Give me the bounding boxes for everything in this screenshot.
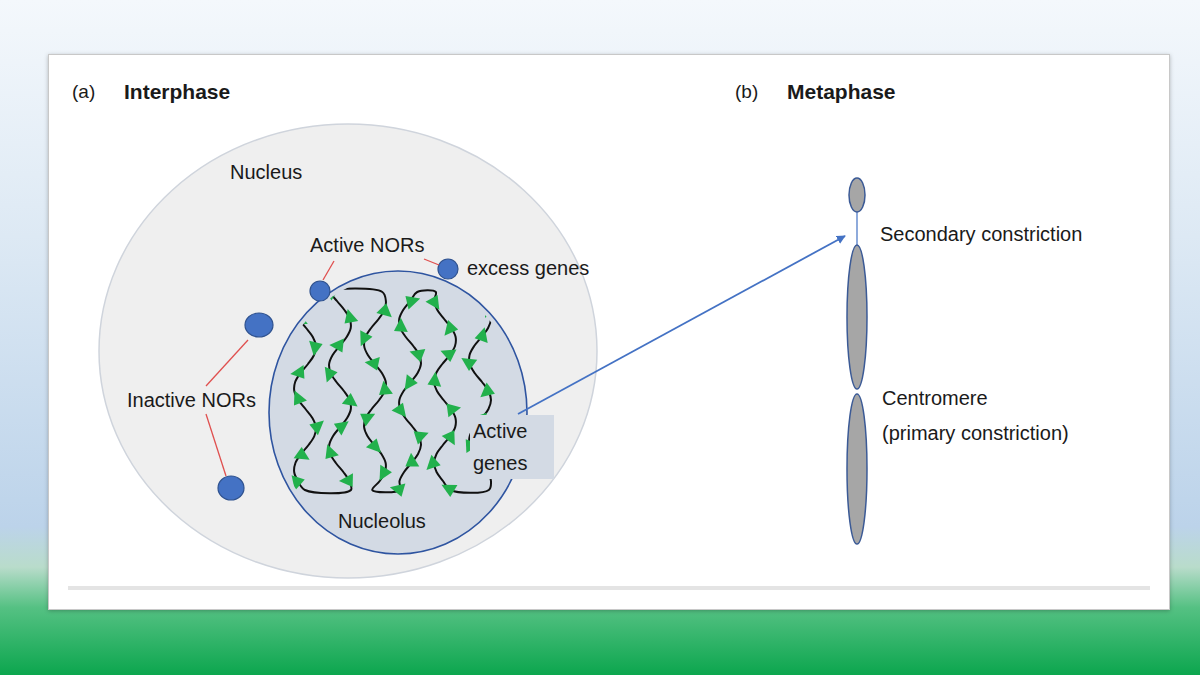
- panel-letter: (a): [72, 80, 95, 105]
- gene-triangle: [307, 416, 324, 435]
- nucleus-circle: Active genesNucleolus Nucleus: [98, 123, 598, 579]
- nucleolus-circle: Active genesNucleolus: [268, 270, 562, 555]
- chromosome: [847, 178, 867, 544]
- node-text: Nucleolus: [338, 508, 426, 534]
- node-text-holder: Nucleus: [230, 159, 302, 185]
- part-label: Secondary constriction: [880, 221, 1082, 247]
- panel-title: Metaphase: [787, 78, 896, 105]
- gene-triangle: [319, 444, 339, 464]
- gene-triangle: [480, 383, 497, 402]
- gene-triangle: [379, 465, 392, 482]
- label-holder: Secondary constriction: [880, 221, 1082, 247]
- gene-triangle: [339, 309, 359, 329]
- gene-triangle: [405, 374, 419, 392]
- node-text: Nucleus: [230, 159, 302, 185]
- gene-triangle: [374, 381, 393, 401]
- gene-triangle: [424, 372, 441, 391]
- gene-triangle: [441, 398, 461, 417]
- panel-letter: (b): [735, 80, 758, 105]
- nucleus-circle-shape: [99, 124, 597, 578]
- gene-triangle: [460, 358, 477, 372]
- label-holder: (b): [735, 80, 758, 105]
- gene-triangle: [390, 483, 408, 499]
- gene-triangle: [473, 327, 488, 345]
- leader-line: [206, 340, 248, 386]
- leader-line: [206, 414, 226, 476]
- gene-triangle: [390, 318, 408, 338]
- active-nor-dot: [438, 259, 458, 279]
- gene-triangle: [460, 434, 480, 453]
- nor-label: Inactive NORs: [127, 387, 256, 413]
- gene-triangle: [426, 455, 442, 474]
- gene-triangle: [392, 400, 412, 418]
- label-holder: (a): [72, 80, 95, 105]
- gene-triangle: [400, 290, 420, 310]
- chromosome-arm: [849, 178, 865, 212]
- gene-triangle: [401, 453, 420, 473]
- footer-rule: [68, 586, 1150, 590]
- leader-line: [424, 259, 439, 265]
- active-nor-dot: [310, 281, 330, 301]
- gene-triangle: [309, 337, 325, 356]
- label-holder: Active NORs: [310, 232, 424, 258]
- chromosome-arm: [847, 245, 867, 389]
- part-label: Centromere (primary constriction): [882, 381, 1069, 451]
- gene-triangle: [365, 357, 384, 374]
- nor-label: Active NORs: [310, 232, 424, 258]
- gene-triangle: [366, 436, 385, 453]
- gene-triangle: [441, 485, 457, 497]
- label-holder: Interphase: [124, 78, 230, 105]
- gene-triangle: [292, 473, 307, 491]
- gene-triangle: [479, 462, 495, 481]
- label-holder: Centromere (primary constriction): [882, 381, 1069, 451]
- gene-triangle: [426, 291, 446, 309]
- gene-triangle: [356, 407, 375, 427]
- gene-triangle: [409, 425, 429, 445]
- gene-triangle: [287, 390, 307, 409]
- gene-triangle: [294, 446, 311, 459]
- label-holder: Inactive NORs: [127, 387, 256, 413]
- chromosome-arm: [847, 394, 867, 544]
- nor-label: excess genes: [467, 255, 589, 281]
- gene-triangle: [360, 330, 373, 346]
- gene-triangle: [479, 300, 499, 318]
- node-text: Active genes: [470, 415, 554, 479]
- gene-triangle: [442, 426, 462, 445]
- secondary-constriction-thread: [856, 211, 857, 246]
- label-holder: Metaphase: [787, 78, 896, 105]
- node-text-holder: Active genes: [470, 415, 554, 479]
- gene-triangle: [329, 339, 348, 356]
- label-holder: excess genes: [467, 255, 589, 281]
- leader-line: [323, 261, 334, 280]
- gene-triangle: [444, 320, 459, 338]
- nucleolus-circle-shape: [269, 271, 527, 554]
- gene-triangle: [410, 349, 428, 363]
- gene-triangle: [331, 416, 349, 436]
- gene-triangle: [342, 392, 360, 407]
- node-text-holder: Nucleolus: [338, 508, 426, 534]
- gene-triangle: [292, 312, 308, 324]
- gene-triangle: [440, 350, 457, 363]
- gene-triangle: [376, 301, 395, 317]
- chromatin-strand: [294, 271, 491, 493]
- chromatin: [287, 271, 499, 499]
- gene-triangle: [339, 473, 359, 491]
- panel-title: Interphase: [124, 78, 230, 105]
- gene-triangle: [290, 365, 310, 384]
- gene-triangle: [325, 365, 339, 382]
- inactive-nor-dot: [218, 476, 244, 500]
- gene-triangle: [473, 408, 493, 427]
- inactive-nor-dot: [245, 313, 273, 337]
